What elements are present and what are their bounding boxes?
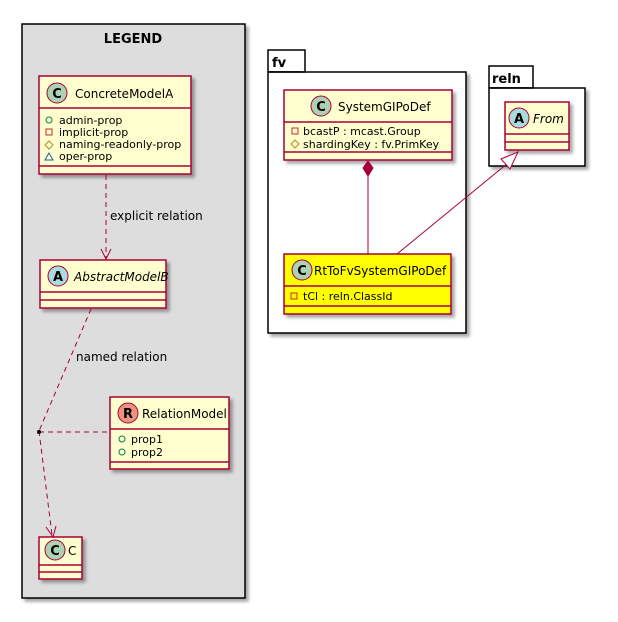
class-name: C [68, 544, 76, 558]
explicit-relation-label: explicit relation [110, 209, 203, 223]
legend-title: LEGEND [104, 32, 163, 47]
class-name: ConcreteModelA [75, 87, 174, 101]
property: tCl : reln.ClassId [303, 290, 393, 303]
property: oper-prop [59, 150, 112, 163]
property: prop2 [131, 446, 163, 459]
protected-visibility-icon [44, 140, 54, 150]
property: prop1 [131, 433, 163, 446]
class-rt-to-fv-system-gipo-def[interactable]: C RtToFvSystemGIPoDef tCl : reln.ClassId [283, 253, 452, 315]
package-name: reln [492, 72, 521, 87]
stereotype-letter: C [52, 87, 62, 102]
private-visibility-icon [45, 128, 53, 136]
class-from[interactable]: A From [504, 101, 570, 151]
class-relation-model[interactable]: R RelationModel prop1 prop2 [109, 396, 230, 470]
named-relation-label: named relation [76, 350, 167, 364]
private-visibility-icon [290, 292, 298, 300]
class-name: SystemGIPoDef [338, 100, 431, 114]
stereotype-letter: A [53, 270, 63, 285]
class-c[interactable]: C C [38, 536, 83, 580]
package-visibility-icon [44, 151, 54, 161]
stereotype-letter: C [316, 100, 326, 115]
class-stereotype-icon [310, 95, 332, 117]
abstract-stereotype-icon [47, 265, 69, 287]
class-name: From [533, 112, 564, 126]
public-visibility-icon [118, 448, 126, 456]
class-stereotype-icon [46, 82, 68, 104]
class-name: AbstractModelB [73, 270, 169, 284]
explicit-relation-arrow: explicit relation [100, 175, 203, 261]
stereotype-letter: C [297, 264, 307, 279]
composition-relation [362, 160, 374, 254]
public-visibility-icon [118, 435, 126, 443]
class-system-gipo-def[interactable]: C SystemGIPoDef bcastP : mcast.Group sha… [283, 89, 453, 161]
package-name: fv [272, 56, 287, 71]
class-concrete-model-a[interactable]: C ConcreteModelA admin-prop implicit-pro… [38, 75, 192, 175]
class-stereotype-icon [291, 259, 313, 281]
class-abstract-model-b[interactable]: A AbstractModelB [39, 259, 169, 309]
class-stereotype-icon [44, 539, 66, 561]
class-name: RelationModel [142, 407, 227, 421]
relation-stereotype-icon [117, 402, 139, 424]
private-visibility-icon [291, 127, 299, 135]
inheritance-relation [396, 151, 520, 255]
property: naming-readonly-prop [59, 138, 181, 151]
class-name: RtToFvSystemGIPoDef [314, 264, 447, 278]
property: shardingKey : fv.PrimKey [303, 138, 440, 151]
public-visibility-icon [45, 116, 53, 124]
stereotype-letter: A [514, 112, 524, 127]
protected-visibility-icon [290, 139, 300, 149]
stereotype-letter: C [50, 544, 60, 559]
stereotype-letter: R [123, 407, 133, 422]
property: bcastP : mcast.Group [303, 125, 421, 138]
property: implicit-prop [59, 126, 128, 139]
abstract-stereotype-icon [508, 107, 530, 129]
property: admin-prop [59, 114, 122, 127]
